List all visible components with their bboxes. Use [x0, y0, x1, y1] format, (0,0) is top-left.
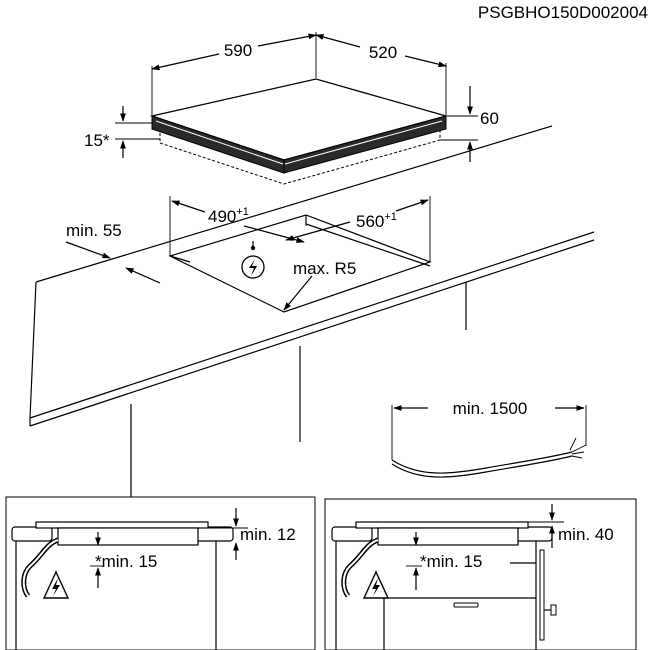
detail-left — [5, 496, 316, 650]
front-margin-dimension — [65, 241, 161, 284]
electrical-hazard-icon — [241, 241, 265, 279]
worktop — [29, 125, 595, 497]
hob-height-dimension — [440, 86, 478, 162]
hob-thickness-dimension — [115, 106, 160, 158]
left-top-gap-label: min. 12 — [240, 525, 296, 544]
detail-right — [324, 498, 637, 650]
hob-thickness-label: 15* — [84, 131, 110, 150]
hazard-warning-icon — [42, 570, 70, 599]
hob-depth-label: 520 — [369, 43, 397, 62]
document-code: PSGBHO150D002004 — [478, 3, 648, 22]
radius-leader — [283, 275, 313, 311]
front-margin-label: min. 55 — [66, 221, 122, 240]
hazard-warning-icon — [362, 570, 390, 599]
left-bottom-gap-label: *min. 15 — [95, 552, 157, 571]
cutout-depth-label: 560+1 — [356, 211, 397, 231]
radius-label: max. R5 — [293, 259, 356, 278]
right-bottom-gap-label: *min. 15 — [420, 552, 482, 571]
cutout-depth-dimension — [285, 196, 431, 262]
power-cable — [391, 405, 587, 478]
hob-height-label: 60 — [480, 109, 499, 128]
cable-length-label: min. 1500 — [453, 399, 528, 418]
hob-width-label: 590 — [224, 41, 252, 60]
hob-drawing — [149, 78, 449, 185]
cutout-width-label: 490+1 — [208, 206, 249, 226]
right-top-gap-label: min. 40 — [558, 525, 614, 544]
hob-depth-dimension — [315, 34, 447, 115]
